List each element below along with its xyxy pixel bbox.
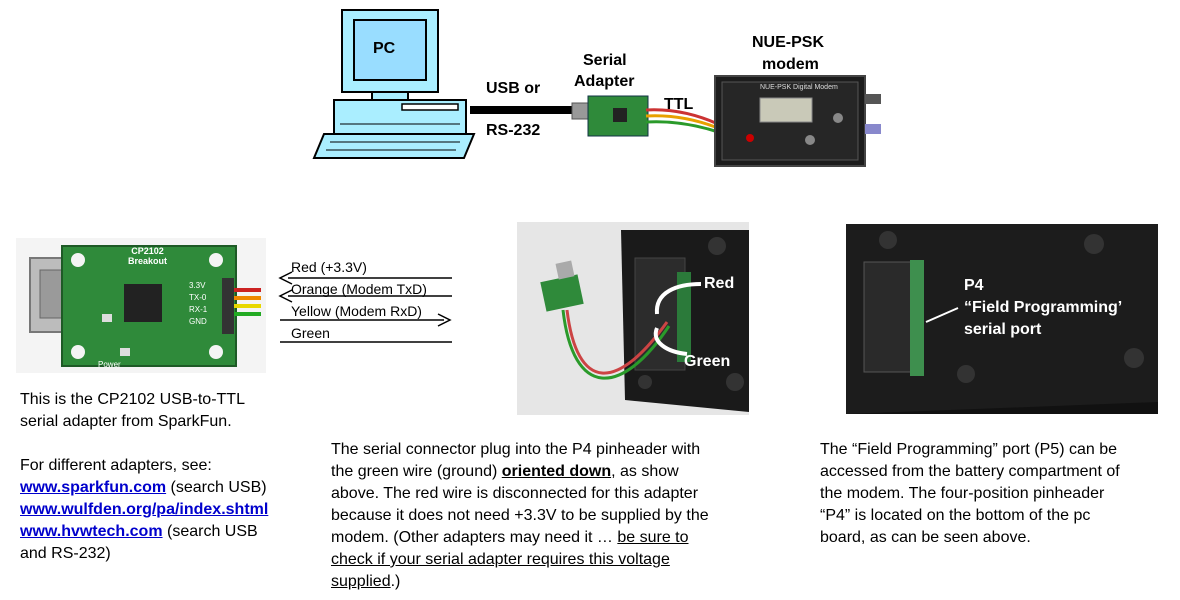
right-photo-fp-label: “Field Programming’	[964, 299, 1123, 316]
modem-label-modem: modem	[762, 56, 819, 73]
text-span: .)	[390, 573, 401, 590]
right-photo	[846, 224, 1158, 414]
wire-label-yellow: Yellow (Modem RxD)	[291, 303, 422, 319]
pc-label: PC	[373, 40, 396, 57]
underlined-text: supplied	[331, 573, 391, 590]
hvwtech-link[interactable]: www.hvwtech.com	[20, 523, 163, 540]
pc-icon	[312, 9, 476, 159]
middle-photo	[517, 222, 749, 415]
underlined-text: be sure to	[617, 529, 689, 546]
link-suffix: (search USB)	[166, 479, 267, 496]
text-line: modem. (Other adapters may need it … be …	[331, 527, 771, 549]
pin-label: RX-1	[189, 305, 208, 314]
wulfden-link[interactable]: www.wulfden.org/pa/index.shtml	[20, 501, 269, 518]
text-span: the green wire (ground)	[331, 463, 502, 480]
link-row: www.hvwtech.com (search USB	[20, 521, 320, 543]
wire-arrows	[278, 271, 452, 343]
pin-label: TX-0	[189, 293, 207, 302]
text-line: “P4” is located on the bottom of the pc	[820, 507, 1091, 524]
modem-image	[714, 75, 881, 167]
left-description: This is the CP2102 USB-to-TTL serial ada…	[20, 389, 320, 565]
text-line: serial adapter from SparkFun.	[20, 413, 232, 430]
serial-adapter-image	[571, 95, 649, 137]
link-label-usb: USB or	[486, 80, 541, 97]
modem-face-title: NUE-PSK Digital Modem	[760, 84, 838, 91]
ttl-label: TTL	[664, 96, 694, 113]
link-row: www.sparkfun.com (search USB)	[20, 477, 320, 499]
text-span: , as show	[611, 463, 679, 480]
modem-label-name: NUE-PSK	[752, 34, 825, 51]
wire-label-red: Red (+3.3V)	[291, 259, 367, 275]
board-silk-title-2: Breakout	[128, 256, 168, 266]
link-label-rs232: RS-232	[486, 122, 541, 139]
link-row: www.wulfden.org/pa/index.shtml	[20, 499, 320, 521]
text-span: modem. (Other adapters may need it …	[331, 529, 618, 546]
text-line: board, as can be seen above.	[820, 529, 1031, 546]
text-line: The serial connector plug into the P4 pi…	[331, 441, 701, 458]
sparkfun-link[interactable]: www.sparkfun.com	[20, 479, 167, 496]
right-description: The “Field Programming” port (P5) can be…	[820, 439, 1170, 549]
usb-cable	[470, 106, 575, 114]
text-line: above. The red wire is disconnected for …	[331, 485, 699, 502]
text-line: accessed from the battery compartment of	[820, 463, 1120, 480]
emphasis-text: oriented down	[501, 463, 612, 480]
wire-label-orange: Orange (Modem TxD)	[291, 281, 427, 297]
adapter-label-adapter: Adapter	[574, 73, 635, 90]
text-line: the modem. The four-position pinheader	[820, 485, 1105, 502]
middle-description: The serial connector plug into the P4 pi…	[331, 439, 771, 593]
text-line: and RS-232)	[20, 545, 111, 562]
board-silk-title: CP2102 Breakout	[128, 246, 167, 266]
arrow-right-icon	[437, 313, 452, 327]
board-pin-labels: 3.3V TX-0 RX-1 GND	[189, 280, 207, 328]
board-power-label: Power	[98, 360, 121, 369]
right-photo-port-label: serial port	[964, 321, 1042, 338]
text-line: because it does not need +3.3V to be sup…	[331, 507, 709, 524]
text-line: This is the CP2102 USB-to-TTL	[20, 391, 245, 408]
text-line: supplied.)	[331, 571, 771, 593]
arrow-left-icon	[278, 271, 293, 303]
text-line: The “Field Programming” port (P5) can be	[820, 441, 1117, 458]
text-line: For different adapters, see:	[20, 457, 212, 474]
pin-label: GND	[189, 317, 207, 326]
link-suffix: (search USB	[162, 523, 258, 540]
board-silk-title-1: CP2102	[131, 246, 164, 256]
underlined-text: check if your serial adapter requires th…	[331, 551, 670, 568]
right-photo-p4-label: P4	[964, 277, 984, 294]
text-line: the green wire (ground) oriented down, a…	[331, 461, 771, 483]
middle-photo-green-label: Green	[684, 353, 731, 370]
middle-photo-red-label: Red	[704, 275, 735, 292]
adapter-board-photo	[16, 238, 266, 373]
top-diagram	[312, 9, 881, 167]
pin-label: 3.3V	[189, 281, 206, 290]
adapter-label-serial: Serial	[583, 52, 627, 69]
wire-label-green: Green	[291, 325, 330, 341]
